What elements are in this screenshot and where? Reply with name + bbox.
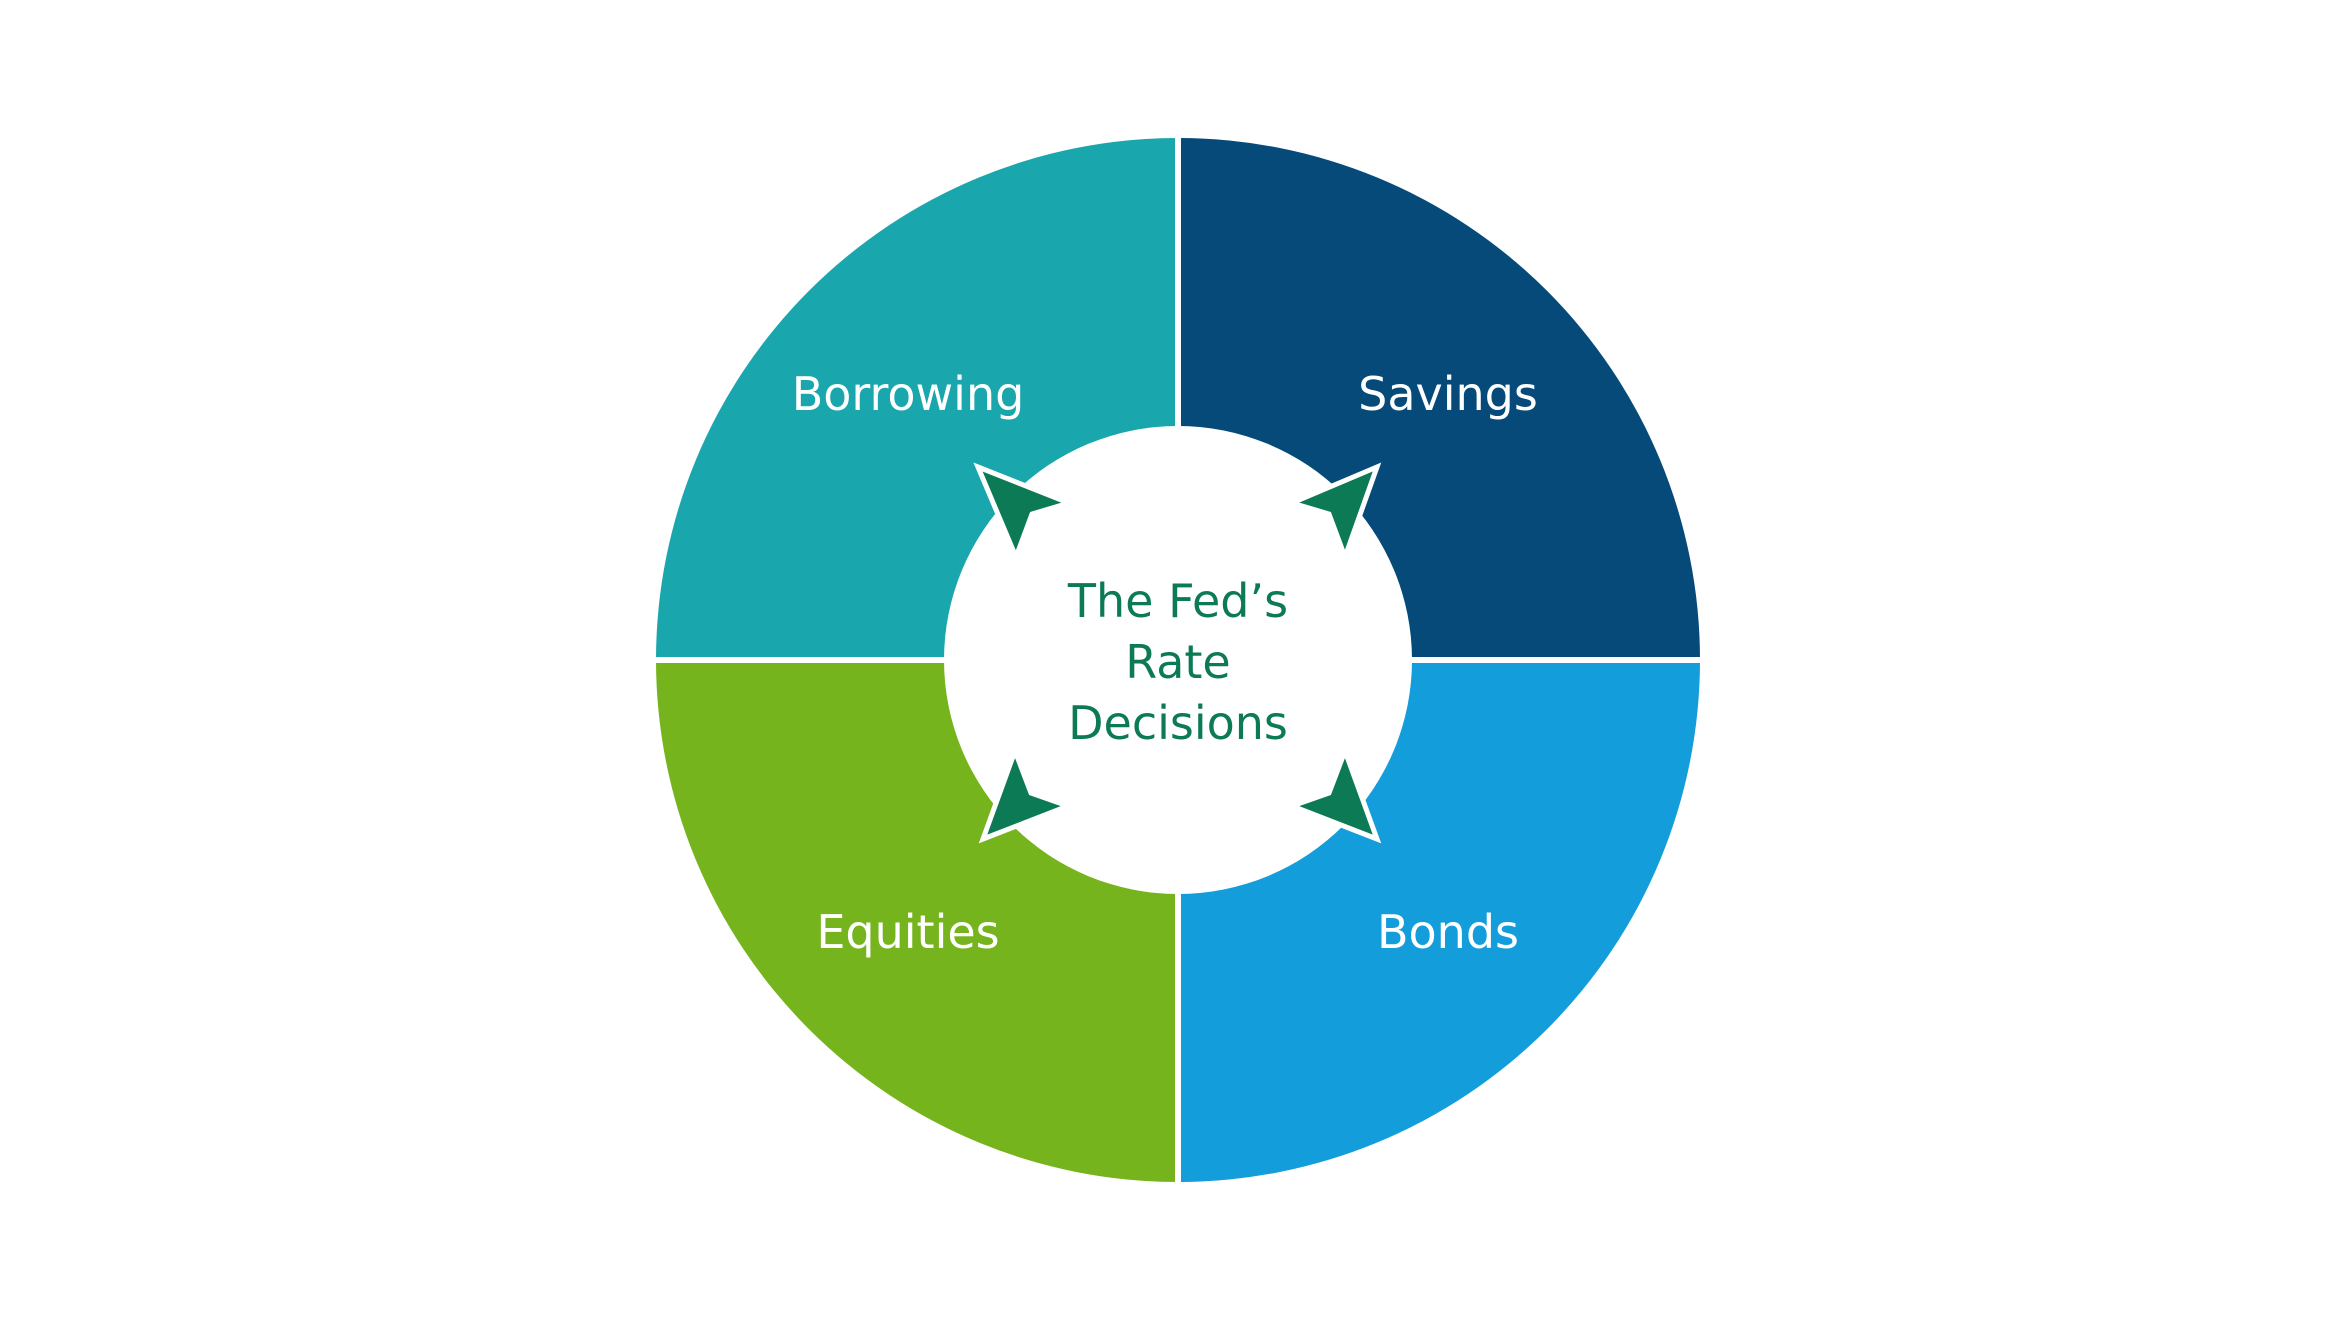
arrow-down-right-icon bbox=[1284, 743, 1382, 844]
quadrant-label-savings: Savings bbox=[1358, 367, 1538, 421]
center-label: The Fed’s Rate Decisions bbox=[1067, 574, 1288, 750]
center-label-line-2: Rate bbox=[1125, 635, 1230, 689]
quadrant-label-borrowing: Borrowing bbox=[792, 367, 1025, 421]
quadrant-savings bbox=[1178, 138, 1700, 660]
quadrant-label-bonds: Bonds bbox=[1377, 905, 1519, 959]
arrow-down-left-icon bbox=[978, 743, 1076, 844]
quadrant-bonds bbox=[1178, 660, 1700, 1182]
arrow-up-right-icon bbox=[1284, 462, 1382, 565]
center-label-line-3: Decisions bbox=[1068, 696, 1288, 750]
quadrant-label-equities: Equities bbox=[816, 905, 999, 959]
center-hub bbox=[944, 426, 1412, 894]
quadrant-borrowing bbox=[656, 138, 1178, 660]
arrow-up-left-icon bbox=[973, 462, 1077, 564]
center-label-line-1: The Fed’s bbox=[1067, 574, 1288, 628]
cycle-arrows bbox=[973, 462, 1382, 844]
quadrant-equities bbox=[656, 660, 1178, 1182]
quadrant-segments bbox=[656, 138, 1700, 1182]
